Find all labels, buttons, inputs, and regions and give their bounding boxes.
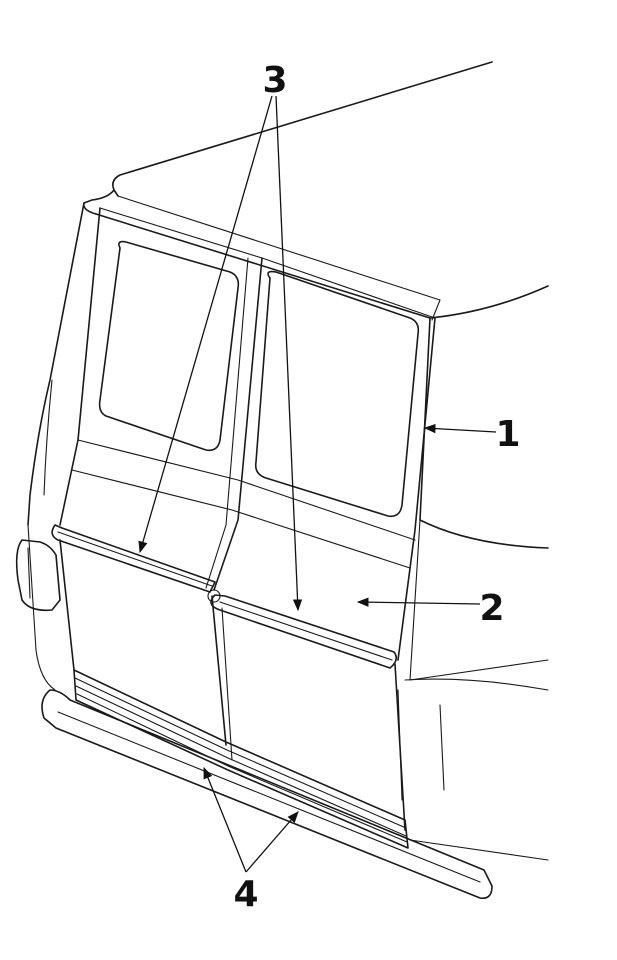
door-windows xyxy=(98,240,420,518)
lower-door-molding xyxy=(73,669,409,849)
rear-bumper xyxy=(41,689,493,900)
callout-label-4: 4 xyxy=(233,874,258,915)
callout-label-2: 2 xyxy=(479,588,504,629)
callout-label-1: 1 xyxy=(495,414,520,455)
van-roof xyxy=(82,61,549,319)
lower-door-panels xyxy=(59,539,406,831)
callout-label-3: 3 xyxy=(262,60,287,101)
callout-leaders xyxy=(138,95,497,873)
tail-light xyxy=(15,539,61,612)
door-belt-lines xyxy=(71,439,416,569)
upper-door-molding xyxy=(51,524,398,669)
lower-body xyxy=(27,524,549,861)
